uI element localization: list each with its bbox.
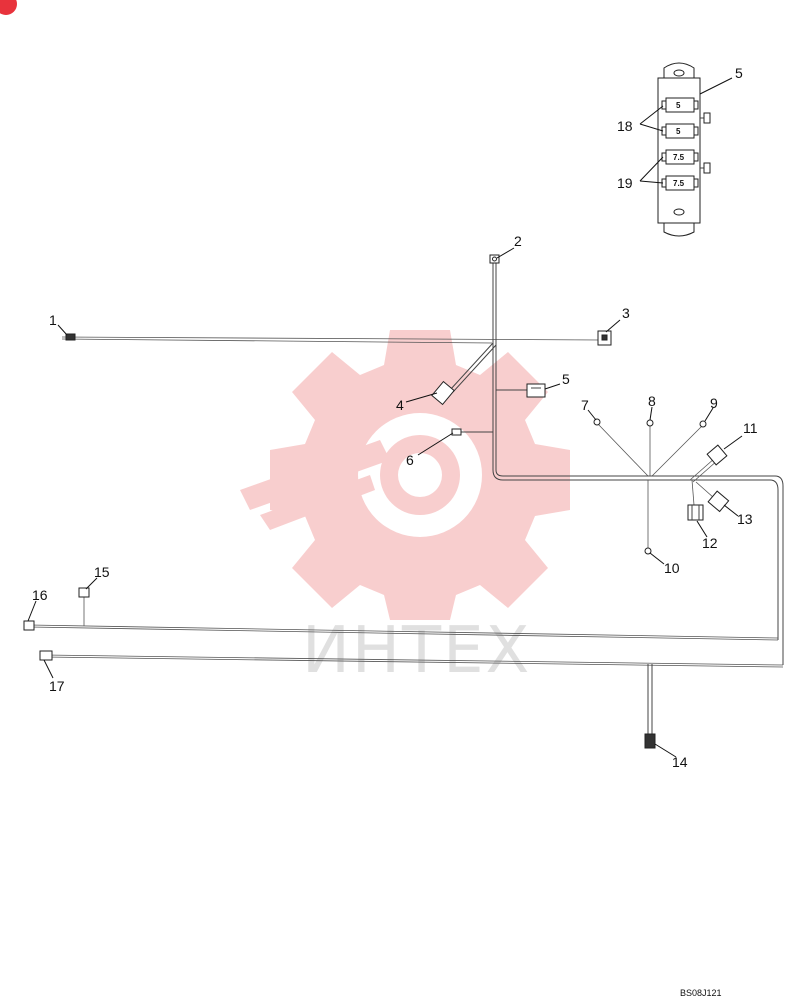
fuse-2-rating: 5 <box>676 127 681 136</box>
connector-4[interactable] <box>431 380 455 406</box>
callout-3: 3 <box>622 305 630 321</box>
connector-2[interactable] <box>489 254 500 264</box>
callout-14: 14 <box>672 754 688 770</box>
connector-1[interactable] <box>65 333 76 341</box>
fuse-4[interactable]: 7.5 <box>661 175 699 191</box>
fuse-1-rating: 5 <box>676 101 681 110</box>
connector-11[interactable] <box>706 444 728 466</box>
callout-6: 6 <box>406 452 414 468</box>
fuse-2[interactable]: 5 <box>661 123 699 139</box>
callout-9: 9 <box>710 395 718 411</box>
fuse-block: 5 5 7.5 7.5 <box>657 62 711 237</box>
terminal-8[interactable] <box>646 419 654 427</box>
callout-7: 7 <box>581 397 589 413</box>
callout-18: 18 <box>617 118 633 134</box>
terminal-10[interactable] <box>644 547 652 555</box>
callout-5: 5 <box>562 371 570 387</box>
corner-badge <box>0 0 17 15</box>
callout-5-fuse-block: 5 <box>735 65 743 81</box>
callout-2: 2 <box>514 233 522 249</box>
connector-12[interactable] <box>687 504 704 521</box>
callout-11: 11 <box>743 420 758 436</box>
connector-15[interactable] <box>78 587 90 598</box>
callout-1: 1 <box>49 312 57 328</box>
connector-5[interactable] <box>526 383 546 398</box>
callout-12: 12 <box>702 535 718 551</box>
fuse-3[interactable]: 7.5 <box>661 149 699 165</box>
harness-wires <box>29 262 784 735</box>
fuse-4-rating: 7.5 <box>673 179 685 188</box>
callout-8: 8 <box>648 393 656 409</box>
terminal-9[interactable] <box>699 420 707 428</box>
connector-16[interactable] <box>23 620 35 631</box>
watermark-text: ИНТЕХ <box>302 614 531 688</box>
connector-6[interactable] <box>451 428 462 436</box>
connector-3[interactable] <box>597 330 612 346</box>
figure-code: BS08J121 <box>680 988 722 998</box>
connector-14[interactable] <box>644 733 656 749</box>
callout-16: 16 <box>32 587 48 603</box>
terminal-7[interactable] <box>593 418 601 426</box>
connector-13[interactable] <box>707 490 730 513</box>
watermark-gear-logo <box>240 330 570 620</box>
callout-4: 4 <box>396 397 404 413</box>
callout-19: 19 <box>617 175 633 191</box>
fuse-1[interactable]: 5 <box>661 97 699 113</box>
callout-13: 13 <box>737 511 753 527</box>
connector-17[interactable] <box>39 650 53 661</box>
fuse-3-rating: 7.5 <box>673 153 685 162</box>
callout-15: 15 <box>94 564 110 580</box>
callout-17: 17 <box>49 678 65 694</box>
callout-10: 10 <box>664 560 680 576</box>
